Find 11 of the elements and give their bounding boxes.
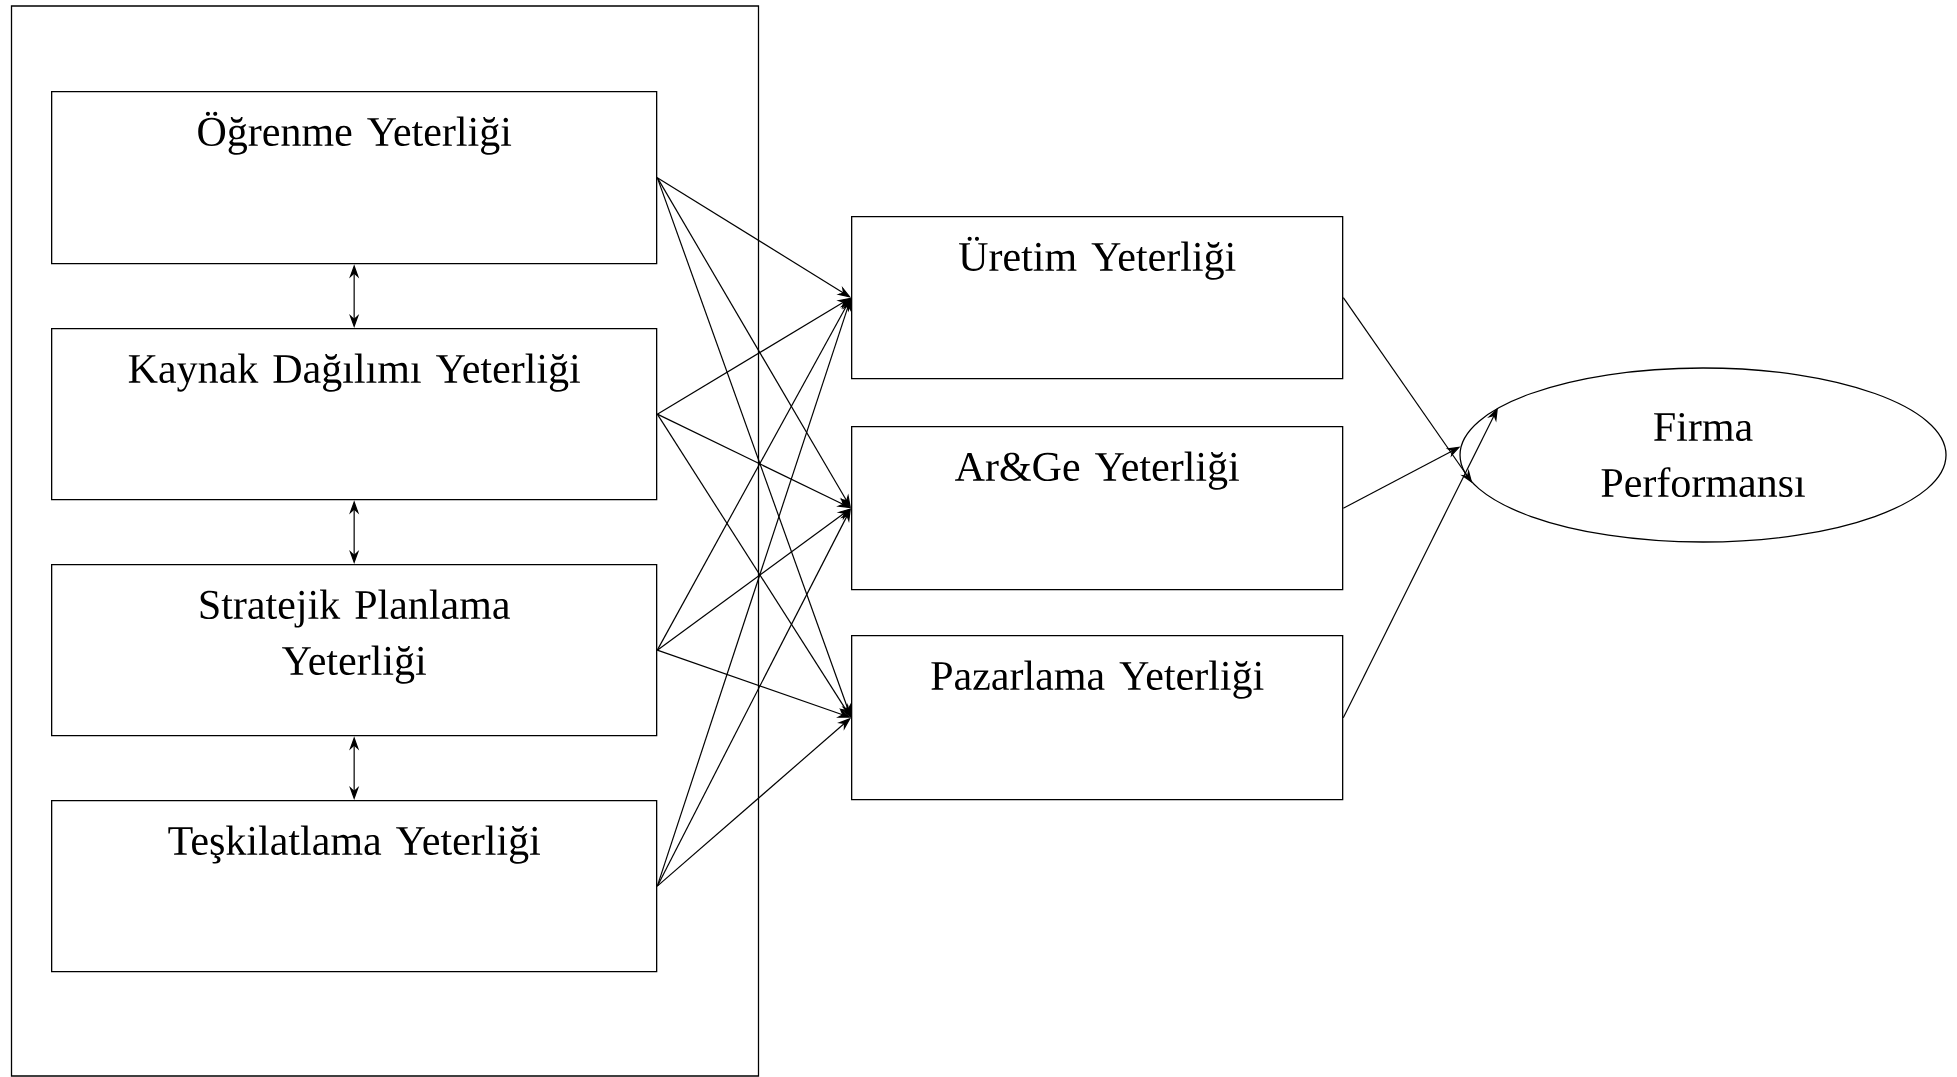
process-box: Teşkilatlama Yeterliği [51,800,658,973]
process-box: Öğrenme Yeterliği [51,91,658,265]
frame [10,5,760,1077]
process-box: Stratejik Planlama Yeterliği [51,564,658,737]
process-box: Pazarlama Yeterliği [851,635,1344,801]
arrow [656,508,851,651]
arrow [656,177,851,298]
process-box: Kaynak Dağılımı Yeterliği [51,328,658,501]
arrow [656,297,851,415]
process-box: Üretim Yeterliği [851,216,1344,380]
process-box: Ar&Ge Yeterliği [851,426,1344,591]
